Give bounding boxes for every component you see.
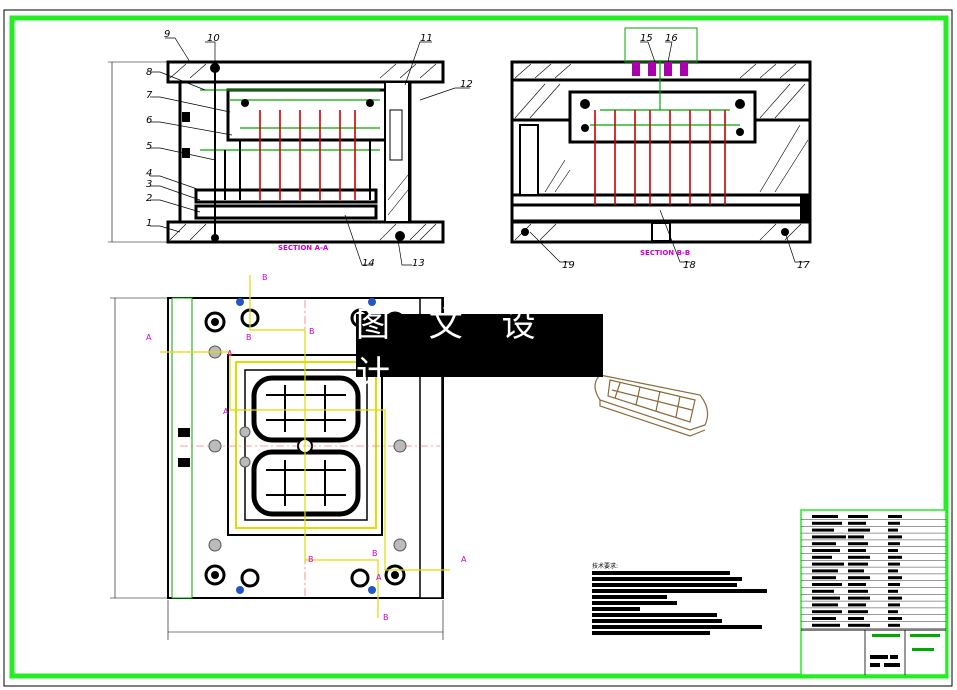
bom-cell: [812, 535, 846, 539]
bom-cell: [848, 515, 868, 518]
bom-cell: [888, 596, 902, 600]
bom-cell: [848, 583, 866, 586]
bom-cell: [812, 555, 832, 559]
bom-cell: [888, 555, 902, 559]
bom-cell: [888, 603, 900, 607]
bom-cell: [848, 589, 868, 593]
part-label-5: 5: [146, 141, 152, 152]
section-mark-b-low: B: [372, 549, 378, 558]
bill-of-materials: [801, 515, 946, 629]
bom-cell: [848, 528, 870, 532]
bom-cell: [888, 521, 900, 525]
bom-cell: [848, 549, 866, 552]
bom-cell: [812, 589, 834, 593]
part-label-15: 15: [640, 33, 653, 44]
bom-cell: [848, 562, 868, 566]
bom-cell: [848, 569, 864, 573]
bom-cell: [812, 542, 836, 546]
part-label-18: 18: [683, 260, 696, 271]
bom-cell: [888, 528, 898, 532]
part-label-4: 4: [146, 168, 152, 179]
part-label-1: 1: [146, 218, 152, 229]
bom-cell: [848, 535, 864, 539]
part-label-12: 12: [460, 79, 473, 90]
part-label-9: 9: [164, 29, 170, 40]
bom-cell: [812, 603, 838, 607]
section-a-title: SECTION A-A: [278, 244, 329, 252]
bom-cell: [848, 555, 870, 559]
bom-cell: [888, 562, 900, 566]
outer-frame: [3, 9, 953, 687]
bom-cell: [812, 576, 836, 580]
bom-cell: [848, 542, 868, 546]
section-mark-b-top: B: [262, 273, 268, 282]
section-mark-b-mid-2: B: [308, 555, 314, 564]
section-mark-a-right-2: A: [376, 573, 382, 582]
section-mark-b-mid: B: [309, 327, 315, 336]
notes-title: 技术要求:: [592, 562, 618, 570]
bom-cell: [888, 610, 898, 614]
bom-cell: [888, 623, 900, 627]
bom-cell: [812, 569, 838, 573]
bom-cell: [888, 542, 900, 546]
section-mark-a-left-2: A: [227, 349, 233, 358]
bom-cell: [888, 569, 898, 573]
bom-cell: [812, 596, 840, 600]
bom-cell: [812, 521, 842, 525]
bom-cell: [848, 576, 870, 580]
bom-cell: [888, 515, 902, 518]
section-mark-b-top-2: B: [246, 333, 252, 342]
technical-notes: 技术要求:: [592, 562, 767, 635]
bom-cell: [848, 617, 864, 620]
part-label-13: 13: [412, 258, 425, 269]
part-label-2: 2: [146, 193, 152, 204]
bom-cell: [812, 610, 842, 614]
part-label-11: 11: [420, 33, 433, 44]
bom-cell: [812, 583, 842, 586]
bom-cell: [888, 589, 898, 593]
bom-cell: [848, 623, 870, 627]
product-3d-view: [594, 374, 709, 437]
bom-cell: [812, 623, 840, 627]
bom-cell: [888, 549, 898, 552]
part-label-3: 3: [146, 179, 152, 190]
bom-cell: [888, 583, 900, 586]
part-label-17: 17: [797, 260, 810, 271]
section-b-title: SECTION B-B: [640, 249, 690, 257]
section-mark-b-bottom: B: [383, 613, 389, 622]
part-label-10: 10: [207, 33, 220, 44]
part-label-6: 6: [146, 115, 152, 126]
bom-cell: [848, 603, 866, 607]
drawing-border: [9, 15, 949, 679]
bom-cell: [812, 617, 836, 620]
watermark-banner: 图 文 设 计: [356, 305, 603, 394]
section-mark-a-inner: A: [223, 407, 229, 416]
section-b-view: 15 16 19 18 17 SECTION B-B: [510, 27, 812, 271]
bom-cell: [888, 617, 902, 620]
part-label-14: 14: [362, 258, 375, 269]
part-label-7: 7: [146, 90, 153, 101]
bom-cell: [812, 528, 834, 532]
bom-cell: [888, 576, 902, 580]
bom-cell: [812, 515, 838, 518]
bom-cell: [812, 549, 840, 552]
bom-cell: [888, 535, 902, 539]
section-mark-a-right: A: [461, 555, 467, 564]
bom-cell: [848, 610, 868, 614]
part-label-8: 8: [146, 67, 152, 78]
part-label-16: 16: [665, 33, 678, 44]
bom-cell: [812, 562, 844, 566]
bom-cell: [848, 521, 866, 525]
section-mark-a-left: A: [146, 333, 152, 342]
part-label-19: 19: [562, 260, 575, 271]
bom-cell: [848, 596, 870, 600]
section-a-view: 1 2 3 4 5 6 7 8 9 10 11 12 14 13 SECTION…: [108, 29, 473, 269]
title-block: [800, 509, 947, 676]
